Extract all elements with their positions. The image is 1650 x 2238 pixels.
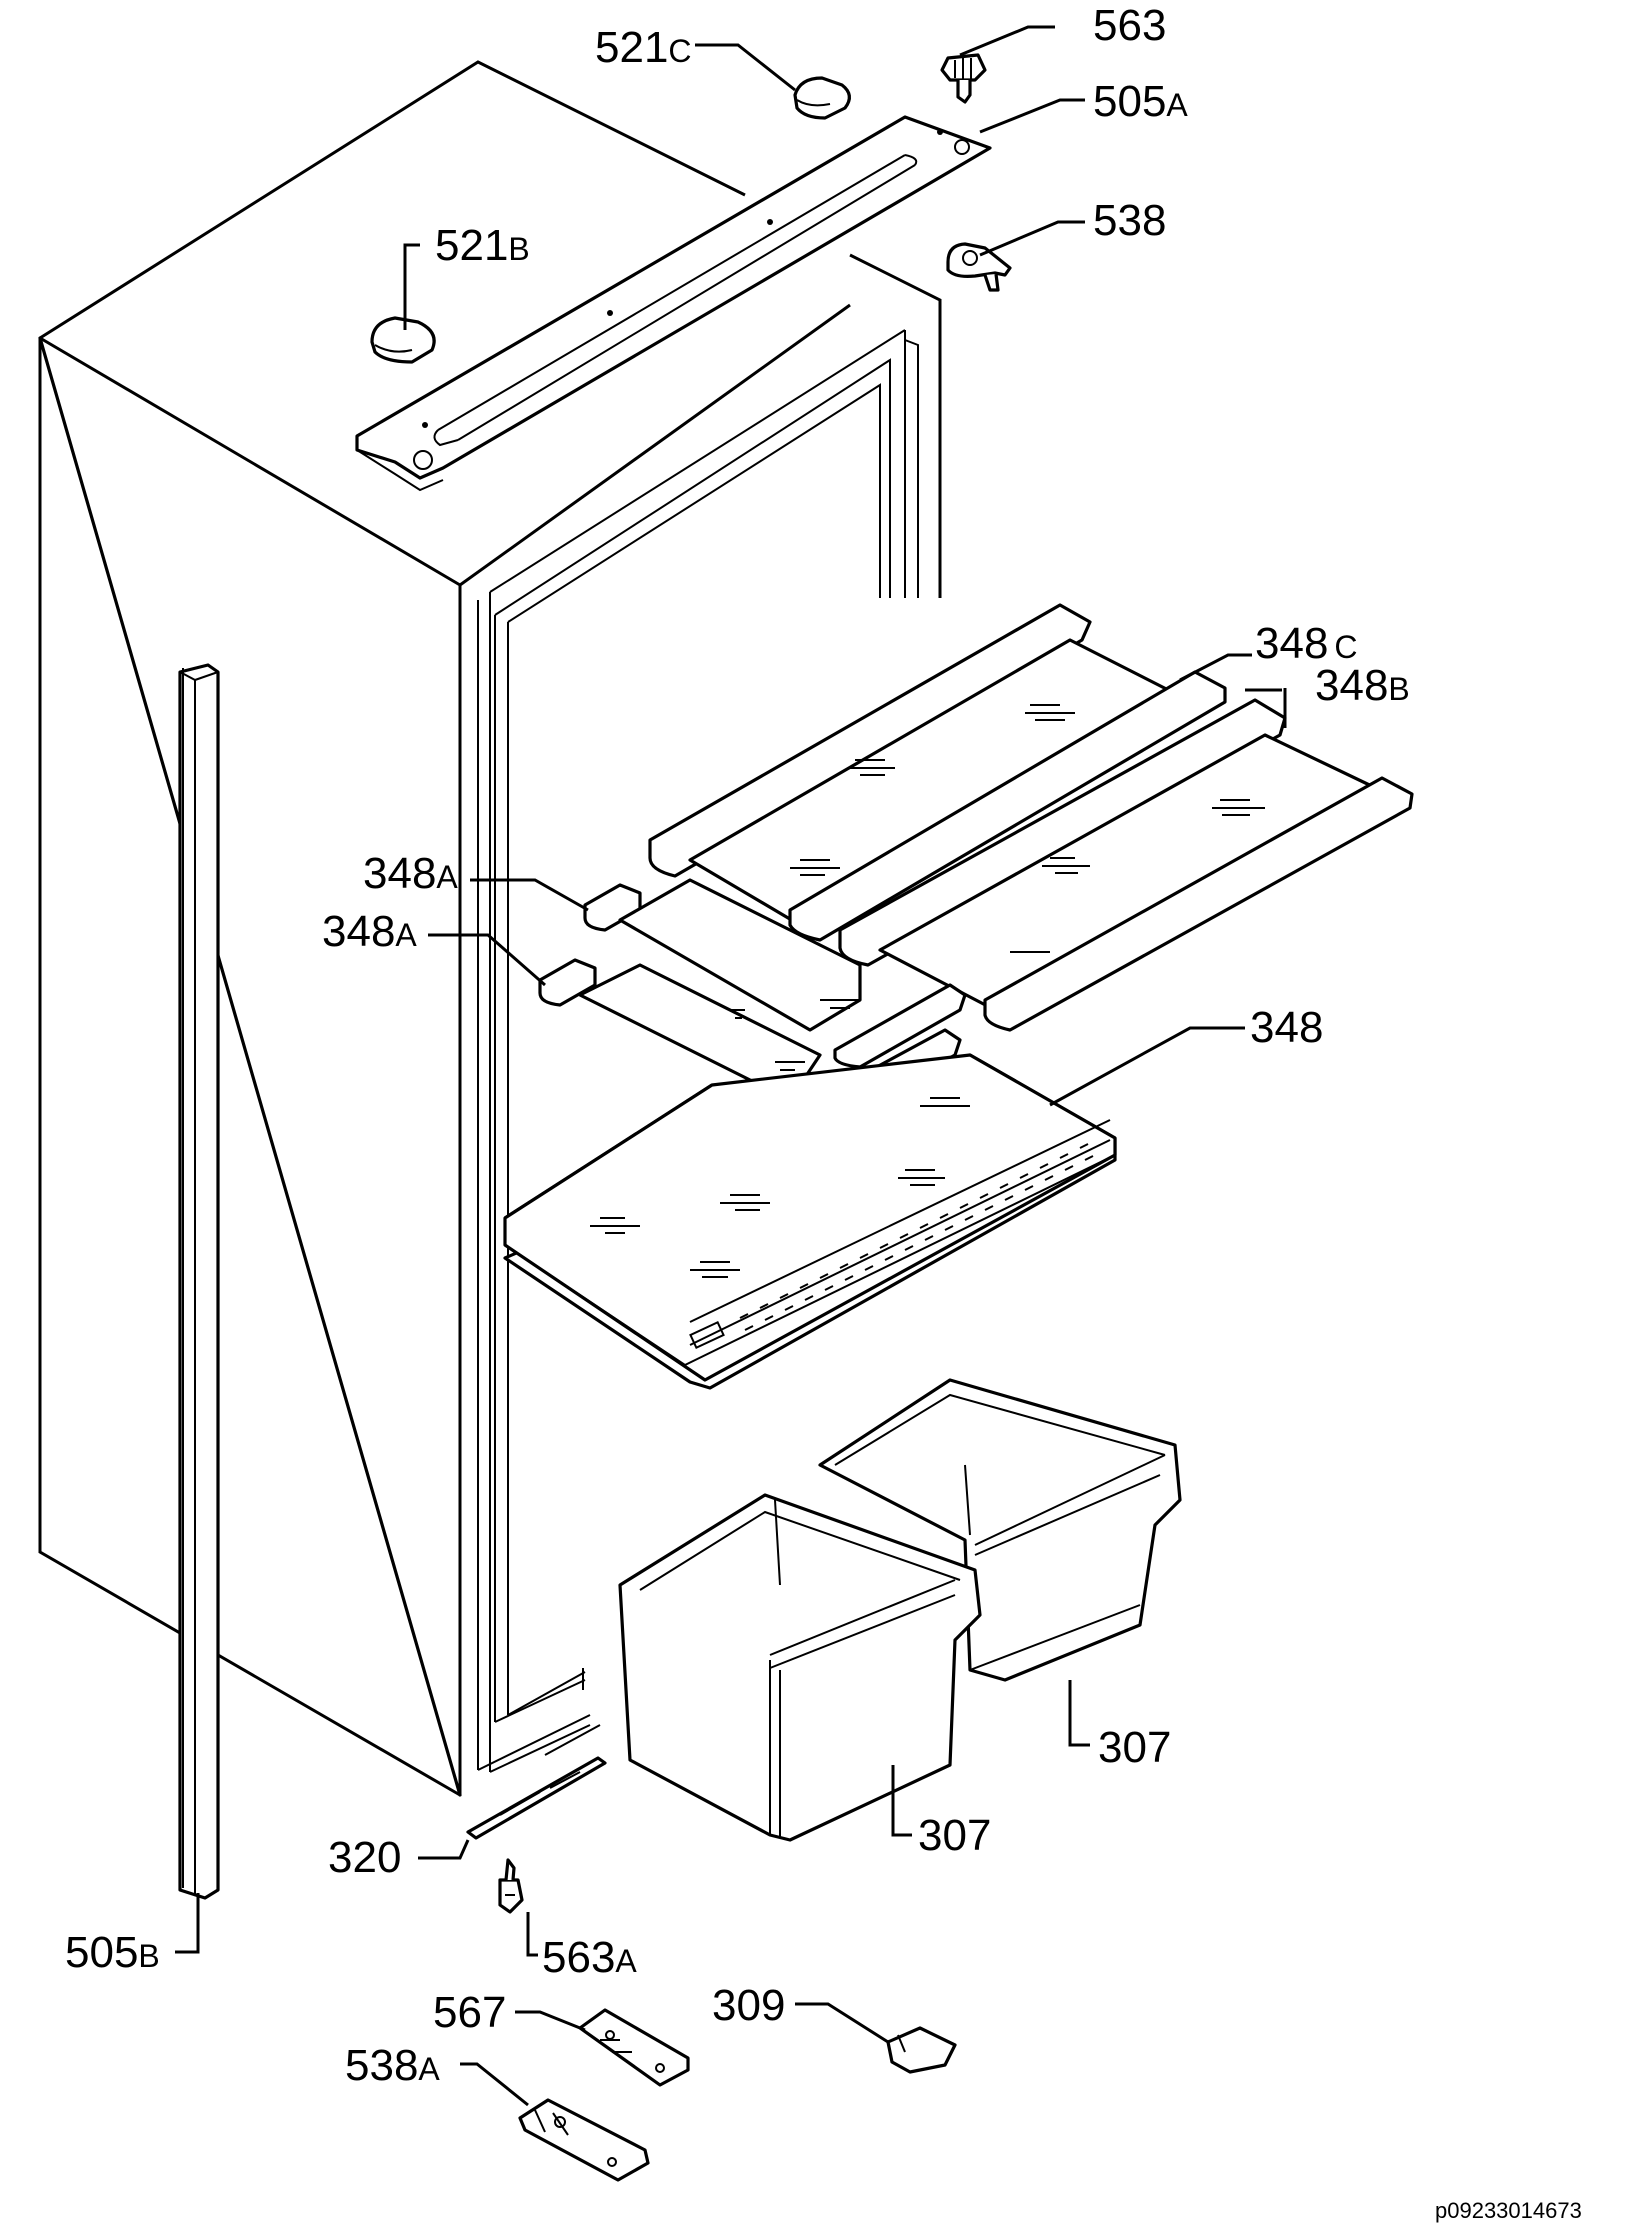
glass-shelf-348a-upper xyxy=(583,878,967,1069)
label-307-front: 307 xyxy=(918,1811,991,1860)
leader-lines xyxy=(175,25,1287,2107)
vent-pattern xyxy=(739,1143,1094,1331)
part-309 xyxy=(886,2026,957,2074)
label-320: 320 xyxy=(328,1833,401,1882)
bracket-538 xyxy=(946,242,1012,292)
label-505a: 505A xyxy=(1093,77,1188,126)
label-538a: 538A xyxy=(345,2041,440,2090)
label-521b: 521B xyxy=(435,221,530,270)
glass-shelf-348c xyxy=(648,603,1227,942)
label-563a: 563A xyxy=(542,1933,637,1982)
label-348a-upper: 348A xyxy=(363,849,458,898)
label-521c: 521C xyxy=(595,23,692,72)
hinge-538a xyxy=(518,2098,650,2182)
label-348b: 348B xyxy=(1315,661,1410,710)
glass-shelf-348b xyxy=(838,698,1414,1032)
label-567: 567 xyxy=(433,1988,506,2037)
label-563: 563 xyxy=(1093,1,1166,50)
toe-grille-bracket-320 xyxy=(466,1724,607,1840)
top-trim-strip xyxy=(355,115,992,492)
label-538: 538 xyxy=(1093,196,1166,245)
glass-shelf-348 xyxy=(503,1053,1117,1390)
cover-cap-521c xyxy=(793,76,851,120)
screw-563 xyxy=(940,53,987,104)
label-307-rear: 307 xyxy=(1098,1723,1171,1772)
label-348a-lower: 348A xyxy=(322,907,417,956)
label-505b: 505B xyxy=(65,1928,160,1977)
reference-code: p09233014673 xyxy=(1435,2198,1582,2223)
label-348: 348 xyxy=(1250,1003,1323,1052)
cover-cap-521b xyxy=(370,316,436,364)
crisper-bin-307-front xyxy=(618,1464,982,1842)
door-trim-505b xyxy=(178,663,220,1900)
screw-563a xyxy=(498,1858,524,1914)
label-309: 309 xyxy=(712,1981,785,2030)
hinge-567 xyxy=(578,2008,690,2087)
refrigerator-cabinet xyxy=(38,60,942,1797)
